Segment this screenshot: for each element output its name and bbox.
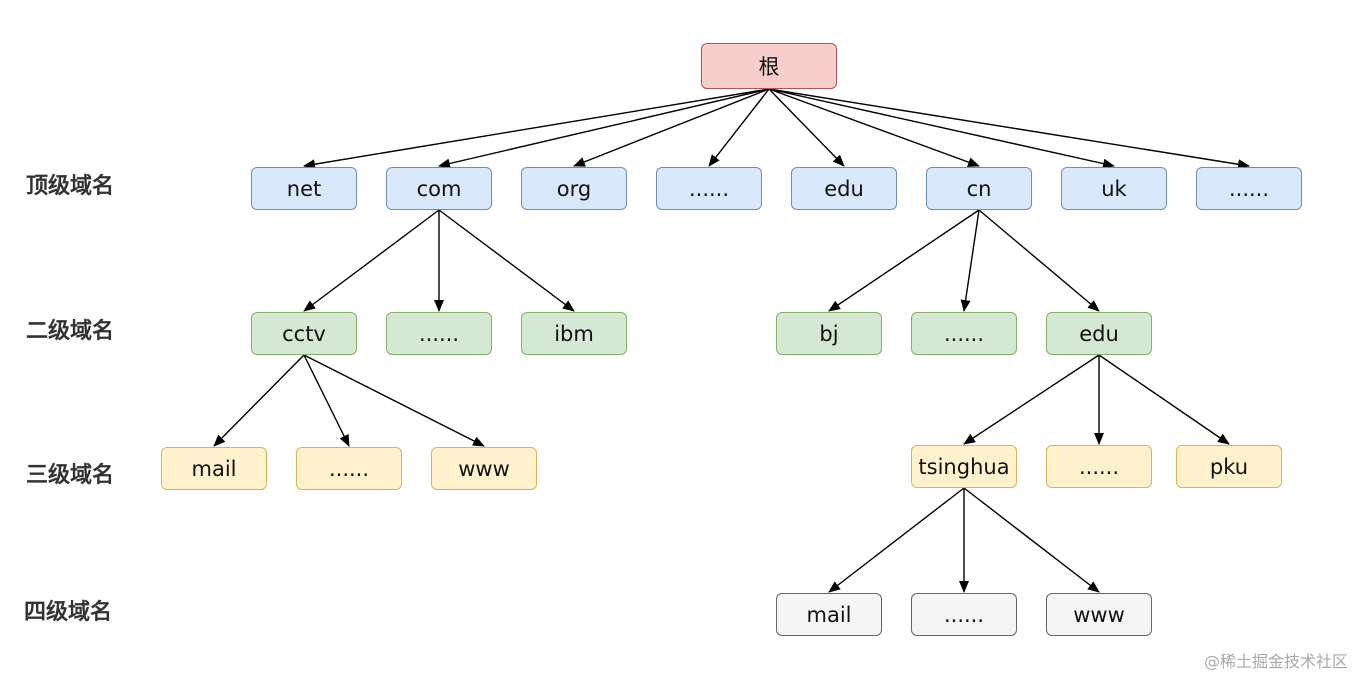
node-mail-cctv: mail — [161, 447, 267, 490]
edge-com-to-ibm — [438, 209, 575, 312]
watermark: @稀土掘金技术社区 — [1203, 652, 1348, 671]
node-com-ellipsis: ...... — [386, 312, 492, 355]
node-edu-ellipsis: ...... — [1046, 445, 1152, 488]
node-cctv: cctv — [251, 312, 357, 355]
node-pku: pku — [1176, 445, 1282, 488]
edge-cctv-to-cctv_dots — [303, 354, 350, 447]
node-bj: bj — [776, 312, 882, 355]
edge-root-to-tld_dots_1 — [708, 88, 770, 167]
node-org: org — [521, 167, 627, 210]
edge-cn-to-bj — [828, 209, 980, 312]
node-www-cctv: www — [431, 447, 537, 490]
level-label-fourth: 四级域名 — [24, 600, 113, 625]
node-cn-ellipsis: ...... — [911, 312, 1017, 355]
node-www-tsinghua: www — [1046, 593, 1152, 636]
node-mail-tsinghua: mail — [776, 593, 882, 636]
edge-root-to-tld_dots_2 — [768, 88, 1250, 170]
edge-root-to-net — [303, 88, 770, 170]
node-tsinghua-ellipsis: ...... — [911, 593, 1017, 636]
level-label-tld: 顶级域名 — [26, 174, 115, 199]
node-tld-ellipsis-1: ...... — [656, 167, 762, 210]
node-cctv-ellipsis: ...... — [296, 447, 402, 490]
node-root: 根 — [701, 43, 837, 89]
edge-root-to-uk — [768, 88, 1115, 169]
edge-root-to-cn — [768, 88, 980, 167]
edge-tsinghua-to-www_tsinghua — [963, 487, 1100, 593]
node-net: net — [251, 167, 357, 210]
edge-tsinghua-to-mail_tsinghua — [828, 487, 965, 593]
node-tsinghua: tsinghua — [911, 445, 1017, 488]
level-label-second: 二级域名 — [26, 319, 115, 344]
edge-root-to-org — [573, 88, 770, 167]
node-uk: uk — [1061, 167, 1167, 210]
edge-cn-to-cn_dots — [960, 209, 980, 312]
level-label-third: 三级域名 — [26, 463, 115, 488]
edge-cctv-to-mail_cctv — [213, 354, 305, 447]
node-ibm: ibm — [521, 312, 627, 355]
edge-cn-to-edu_cn — [978, 209, 1100, 312]
node-com: com — [386, 167, 492, 210]
node-cn: cn — [926, 167, 1032, 210]
edge-root-to-com — [438, 88, 770, 169]
edge-root-to-edu_tld — [768, 88, 845, 167]
node-tld-ellipsis-2: ...... — [1196, 167, 1302, 210]
node-edu-tld: edu — [791, 167, 897, 210]
edge-edu_cn-to-tsinghua — [963, 354, 1100, 445]
node-edu-cn: edu — [1046, 312, 1152, 355]
edge-com-to-cctv — [303, 209, 440, 312]
edge-edu_cn-to-pku — [1098, 354, 1230, 445]
edge-cctv-to-www_cctv — [303, 354, 485, 447]
